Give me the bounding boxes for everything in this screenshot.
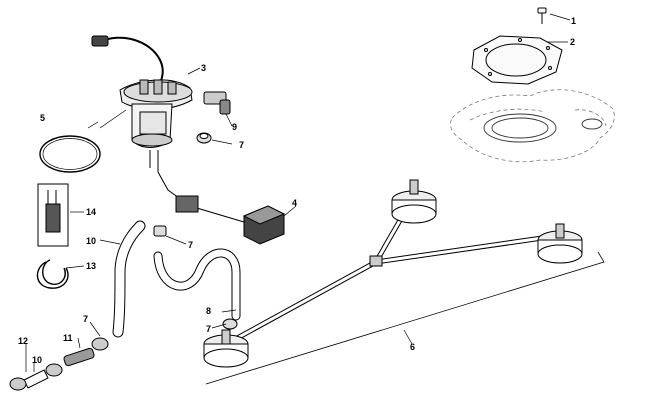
callout-10-upper: 10 xyxy=(86,236,96,246)
bolt-part xyxy=(537,7,547,24)
callout-7-mid: 7 xyxy=(188,240,193,250)
clamp-part-far-left xyxy=(9,363,63,391)
sender-unit xyxy=(175,195,199,213)
callout-11: 11 xyxy=(63,333,73,343)
mounting-ring-part xyxy=(471,35,563,85)
float-arm xyxy=(157,171,245,223)
callout-1: 1 xyxy=(571,16,576,26)
callout-4: 4 xyxy=(292,198,297,208)
vent-cap-bottom xyxy=(203,329,249,368)
callout-7-far-left: 7 xyxy=(83,314,88,324)
callout-8: 8 xyxy=(206,306,211,316)
vent-cap-right xyxy=(537,223,583,264)
callout-14: 14 xyxy=(86,207,96,217)
callout-7-lower: 7 xyxy=(206,324,211,334)
callout-10-lower: 10 xyxy=(32,355,42,365)
callout-labels: 1 2 3 4 5 6 7 7 7 7 8 9 10 10 11 12 13 1… xyxy=(18,16,576,365)
small-hose-part xyxy=(23,369,49,389)
o-ring-inner xyxy=(42,138,98,170)
leader-lines xyxy=(25,13,571,372)
spring-clip-part xyxy=(36,259,69,289)
fuel-pump-assembly xyxy=(91,35,245,223)
fuel-filter-part xyxy=(37,183,69,247)
clamp-part-lower xyxy=(222,318,238,330)
callout-12: 12 xyxy=(18,336,28,346)
fuel-tank-outline xyxy=(450,89,615,163)
connector-block-part xyxy=(242,205,286,245)
callout-6: 6 xyxy=(410,342,415,352)
callout-2: 2 xyxy=(570,37,575,47)
vent-cap-top xyxy=(391,179,437,224)
clamp-part-mid xyxy=(153,225,167,237)
o-ring-part xyxy=(39,135,101,173)
callout-13: 13 xyxy=(86,261,96,271)
callout-9: 9 xyxy=(232,122,237,132)
callout-3: 3 xyxy=(201,63,206,73)
check-valve-part xyxy=(63,347,95,367)
tank-sender-opening xyxy=(483,113,603,143)
callout-7-upper: 7 xyxy=(239,140,244,150)
clamp-part-right-pair xyxy=(91,337,109,351)
clamp-part-upper xyxy=(196,132,212,144)
vent-line-assembly xyxy=(203,179,583,368)
elbow-fitting-part xyxy=(203,91,231,115)
callout-5: 5 xyxy=(40,113,45,123)
wire-harness xyxy=(99,36,164,85)
group-bracket-6 xyxy=(205,251,605,385)
harness-connector xyxy=(91,35,109,47)
